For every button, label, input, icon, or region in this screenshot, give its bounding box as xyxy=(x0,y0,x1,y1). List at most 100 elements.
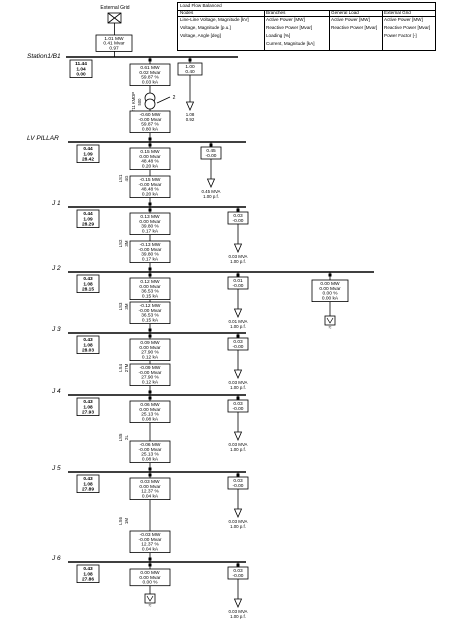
load-label-j-6: 1.00 p.f. xyxy=(230,614,246,619)
node-result-box-j-3-value: 28.03 xyxy=(82,348,94,354)
node-result-box-lv-pillar-value: 28.42 xyxy=(82,157,94,163)
load-result-box-j-4-value: 0.03 xyxy=(233,401,243,407)
station-load-box xyxy=(177,62,203,76)
legend-item: Active Power [MW] xyxy=(266,17,305,22)
load-label-lv-pillar: 0.45 MVA xyxy=(202,189,221,194)
node-result-box-j-6-value: 1.08 xyxy=(83,571,93,577)
transformer-lv-winding-icon xyxy=(144,98,156,110)
station-node-box xyxy=(69,59,93,79)
branch-from-result-box-j-5-value: 0.03 MW xyxy=(140,479,160,485)
transformer-hv-result-box-value: 0.03 kA xyxy=(142,80,159,86)
station-node-box-value: 11.44 xyxy=(75,61,87,67)
legend-item: Voltage, Angle [deg] xyxy=(180,33,221,38)
cable-type-j-5: 1M xyxy=(124,518,129,524)
branch-from-result-box-j-4-value: 0.06 MW xyxy=(140,402,160,408)
branch-to-result-box-j-3-value: 27.90 % xyxy=(141,375,159,381)
node-result-box-j-6-value: 27.86 xyxy=(82,577,94,583)
breaker-icon xyxy=(148,557,152,561)
external-grid-result-box-value: 1.01 MW xyxy=(104,36,124,42)
load-arrow-icon xyxy=(233,308,243,318)
branch-to-result-box-j-3-value: -0.00 Mvar xyxy=(139,370,162,376)
node-result-box-j-6 xyxy=(76,564,100,584)
branch-from-result-box-j-4 xyxy=(129,400,171,424)
legend-item: Active Power [MW] xyxy=(331,17,370,22)
breaker-icon xyxy=(188,58,192,62)
legend-header-external-grid: External Grid xyxy=(384,10,411,15)
load-result-box-j-6-value: 0.03 xyxy=(233,568,243,574)
load-label-j-1: 0.03 MVA xyxy=(229,254,248,259)
generator-result-box-j-2-value: 0.00 % xyxy=(323,291,339,297)
load-result-box-j-2 xyxy=(227,276,249,290)
station-load-box-value: 0.40 xyxy=(185,69,195,75)
node-result-box-j-6-value: 0.43 xyxy=(83,566,93,572)
transformer-hv-result-box-value: 59.87 % xyxy=(141,75,159,81)
load-label-lv-pillar: 1.00 p.f. xyxy=(203,194,219,199)
branch-from-result-box-lv-pillar xyxy=(129,147,171,171)
station-load-label: 0.92 xyxy=(186,117,195,122)
cable-name-lv-pillar: LS1 xyxy=(118,174,123,182)
branch-to-result-box-j-3-value: 0.12 kA xyxy=(142,380,159,386)
load-arrow-icon xyxy=(233,369,243,379)
breaker-icon xyxy=(148,328,152,332)
branch-from-result-box-j-1-value: 39.80 % xyxy=(141,224,159,230)
branch-from-result-box-j-4-value: 0.08 kA xyxy=(142,417,159,423)
branch-from-result-box-j-3-value: 0.09 MW xyxy=(140,340,160,346)
transformer-tap-arrow xyxy=(156,96,171,104)
station-node-box-value: 1.04 xyxy=(76,66,86,72)
load-result-box-j-1-value: 0.03 xyxy=(233,213,243,219)
branch-to-result-box-j-2-value: -0.12 MW xyxy=(140,303,161,309)
generator-result-box-j-2-value: 0.00 Mvar xyxy=(319,286,341,292)
load-result-box-j-1-value: -0.00 xyxy=(233,218,244,224)
transformer-lv-result-box-value: 0.80 kA xyxy=(142,127,159,133)
transformer-hv-result-box-value: 0.61 MW xyxy=(140,65,160,71)
load-label-j-3: 0.03 MVA xyxy=(229,380,248,385)
node-result-box-j-1 xyxy=(76,209,100,229)
load-result-box-j-4-value: -0.00 xyxy=(233,406,244,412)
branch-from-result-box-j-4-value: 0.00 Mvar xyxy=(139,407,161,413)
station-node-box-value: 0.00 xyxy=(76,72,86,78)
branch-to-result-box-j-1 xyxy=(129,240,171,264)
load-arrow-icon xyxy=(233,508,243,518)
external-grid-label: External Grid xyxy=(100,5,129,11)
branch-to-result-box-j-4-value: -0.00 Mvar xyxy=(139,447,162,453)
node-result-box-j-5 xyxy=(76,474,100,494)
branch-from-result-box-j-1-value: 0.00 Mvar xyxy=(139,219,161,225)
node-result-box-lv-pillar-value: 1.09 xyxy=(83,151,93,157)
branch-to-result-box-lv-pillar xyxy=(129,175,171,199)
transformer-lv-result-box-value: -0.60 MW xyxy=(140,112,161,118)
legend-item: Voltage, Magnitude [p.u.] xyxy=(180,25,231,30)
load-result-box-j-3 xyxy=(227,337,249,351)
load-result-box-lv-pillar-value: -0.00 xyxy=(206,153,217,159)
load-label-j-4: 1.00 p.f. xyxy=(230,447,246,452)
transformer-hv-result-box xyxy=(129,63,171,87)
bus-name-j-1: J 1 xyxy=(51,200,61,207)
generator-result-box-j-2-value: 0.00 kA xyxy=(322,296,339,302)
result-legend: Load Flow Balanced Nodes Branches Genera… xyxy=(177,2,436,51)
load-result-box-j-3-value: 0.03 xyxy=(233,339,243,345)
bus-name-j-4: J 4 xyxy=(51,388,61,395)
branch-from-result-box-lv-pillar-value: 48.48 % xyxy=(141,159,159,165)
node-result-box-j-4-value: 27.93 xyxy=(82,410,94,416)
node-result-box-j-3-value: 1.08 xyxy=(83,342,93,348)
bus-name-j-5: J 5 xyxy=(51,465,61,472)
generator-result-box-j-6-value: 0.00 Mvar xyxy=(139,575,161,581)
legend-divider xyxy=(178,16,435,17)
branch-to-result-box-j-3 xyxy=(129,363,171,387)
legend-column-divider xyxy=(329,10,330,50)
node-result-box-j-1-value: 28.29 xyxy=(82,222,94,228)
load-arrow-icon xyxy=(233,431,243,441)
branch-to-result-box-j-5-value: 12.37 % xyxy=(141,542,159,548)
branch-from-result-box-j-4-value: 25.13 % xyxy=(141,412,159,418)
load-label-j-2: 0.01 MVA xyxy=(229,319,248,324)
legend-title: Load Flow Balanced xyxy=(180,3,222,8)
legend-item: Active Power [MW] xyxy=(384,17,423,22)
branch-from-result-box-j-3 xyxy=(129,338,171,362)
branch-from-result-box-j-3-value: 0.00 Mvar xyxy=(139,345,161,351)
branch-from-result-box-lv-pillar-value: 0.15 MW xyxy=(140,149,160,155)
load-arrow-icon xyxy=(233,243,243,253)
branch-from-result-box-j-5-value: 0.00 Mvar xyxy=(139,484,161,490)
node-result-box-j-2-value: 28.15 xyxy=(82,287,94,293)
generator-icon xyxy=(324,315,336,326)
